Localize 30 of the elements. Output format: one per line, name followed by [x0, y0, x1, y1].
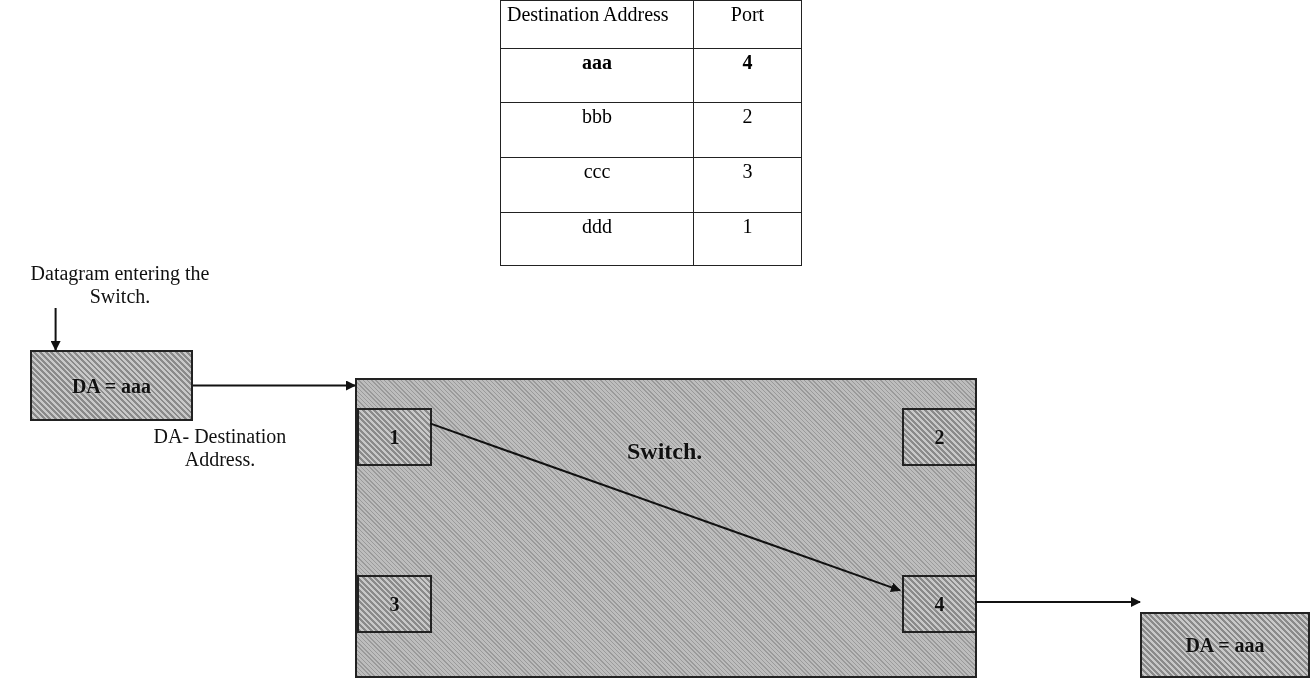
arrow [50, 307, 61, 351]
table-cell: ccc [500, 157, 694, 213]
table-cell: ddd [500, 212, 694, 266]
port-number: 2 [934, 425, 945, 449]
arrow [974, 597, 1141, 607]
table-cell: 1 [693, 212, 802, 266]
datagram-label: DA = aaa [71, 374, 152, 397]
table-cell: bbb [500, 102, 694, 158]
port-box [902, 575, 977, 633]
port-number: 4 [934, 592, 945, 616]
table-cell: 2 [693, 102, 802, 158]
table-cell: 4 [693, 48, 802, 103]
table-cell: aaa [500, 48, 694, 103]
table-cell: 3 [693, 157, 802, 213]
datagram-box [30, 350, 193, 421]
header-cell: Port [693, 0, 802, 49]
note-text: DA- Destination Address. [152, 425, 288, 471]
port-box [357, 575, 432, 633]
port-number: 1 [389, 425, 400, 449]
caption-text: Datagram entering the Switch. [5, 262, 235, 308]
datagram-label: DA = aaa [1185, 633, 1265, 657]
port-box [902, 408, 977, 466]
arrow [192, 380, 356, 391]
port-number: 3 [389, 592, 400, 616]
switch-label: Switch. [627, 438, 703, 465]
switch-box [355, 378, 977, 678]
arrow [429, 422, 901, 593]
datagram-box [1140, 612, 1310, 678]
port-box [357, 408, 432, 466]
header-cell: Destination Address [500, 0, 694, 49]
